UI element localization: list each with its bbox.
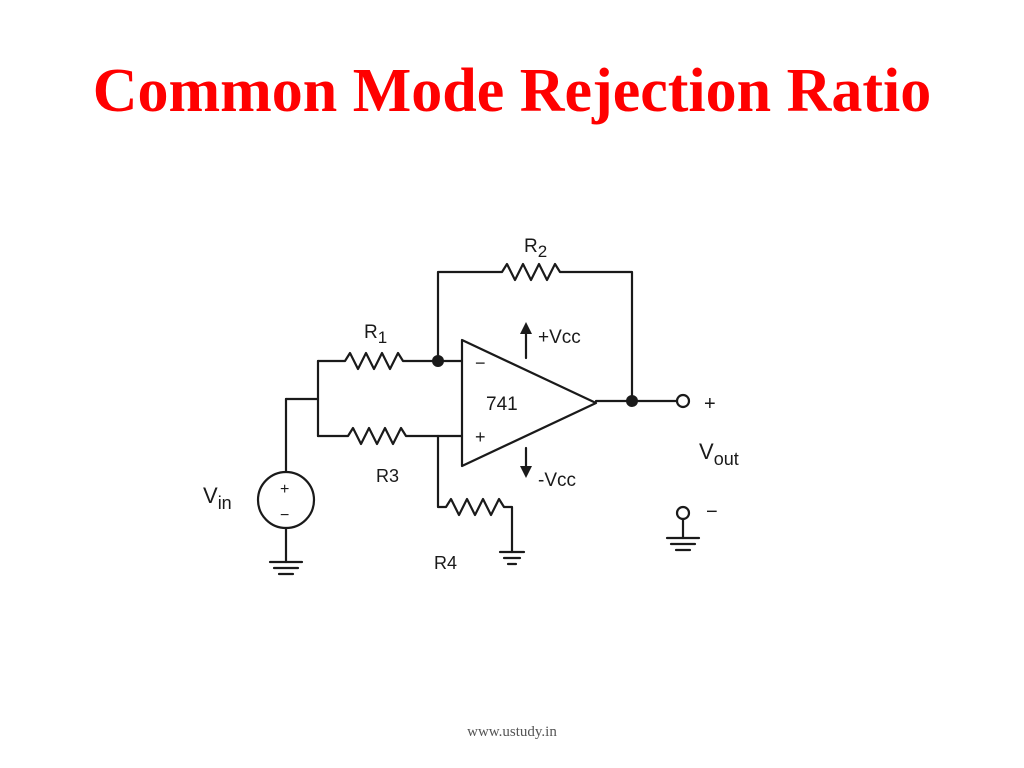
resistor-r3: R3 (316, 426, 464, 486)
output-ground: − (665, 501, 718, 552)
output-terminal-negative (675, 505, 691, 521)
vcc-negative-label: -Vcc (538, 470, 576, 491)
opamp-minus-sign: − (475, 353, 486, 373)
footer-url: www.ustudy.in (467, 724, 557, 740)
r2-label: R2 (524, 236, 547, 261)
vout-label: Vout (699, 439, 739, 469)
opamp-741: − + 741 (460, 338, 598, 468)
vcc-negative-arrow-icon (520, 466, 532, 478)
opamp-triangle (460, 338, 598, 468)
r3-label: R3 (376, 466, 399, 486)
opamp-label: 741 (486, 394, 518, 415)
r1-label: R1 (364, 322, 387, 347)
out-minus-label: − (706, 501, 718, 523)
vcc-positive: +Vcc (520, 322, 581, 360)
vcc-negative: -Vcc (520, 446, 576, 491)
voltage-source-vin: + − Vin (203, 470, 316, 530)
junction-node-output (626, 395, 638, 407)
opamp-plus-sign: + (475, 427, 486, 447)
resistor-r1: R1 (316, 322, 440, 371)
slide-title: Common Mode Rejection Ratio (92, 57, 932, 125)
r4-ground (498, 550, 526, 566)
source-minus-sign: − (280, 507, 289, 524)
source-plus-sign: + (280, 481, 289, 498)
out-plus-label: + (704, 393, 716, 415)
resistor-r2: R2 (436, 236, 634, 403)
vcc-positive-arrow-icon (520, 322, 532, 334)
output-terminal-positive (675, 393, 691, 409)
vin-label: Vin (203, 483, 232, 513)
vcc-positive-label: +Vcc (538, 327, 581, 348)
resistor-r4: R4 (434, 434, 514, 573)
source-ground (268, 526, 304, 576)
r4-label: R4 (434, 553, 457, 573)
